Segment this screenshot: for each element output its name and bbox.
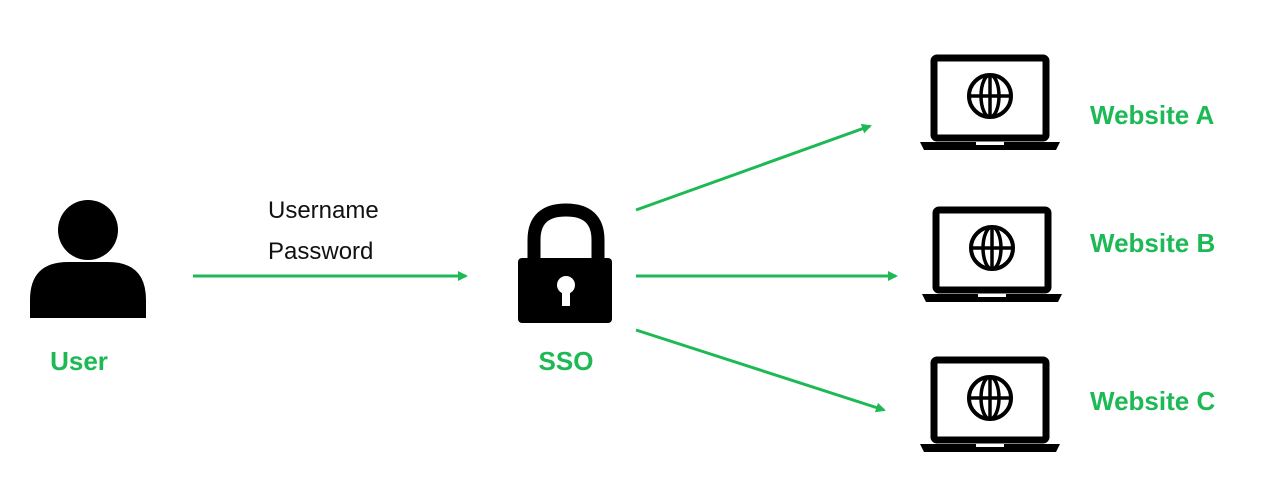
website-a-label: Website A [1090, 100, 1214, 130]
password-label: Password [268, 238, 373, 265]
arrow-sso-to-website-c [635, 328, 886, 413]
user-icon [30, 200, 146, 318]
laptop-globe-icon [920, 58, 1060, 150]
padlock-icon [518, 203, 612, 323]
laptop-globe-icon [922, 210, 1062, 302]
laptop-globe-icon [920, 360, 1060, 452]
sso-label: SSO [539, 346, 594, 376]
arrow-sso-to-website-a [635, 123, 872, 212]
user-label: User [50, 346, 108, 376]
website-c-label: Website C [1090, 386, 1215, 416]
username-label: Username [268, 197, 379, 224]
website-b-label: Website B [1090, 228, 1215, 258]
